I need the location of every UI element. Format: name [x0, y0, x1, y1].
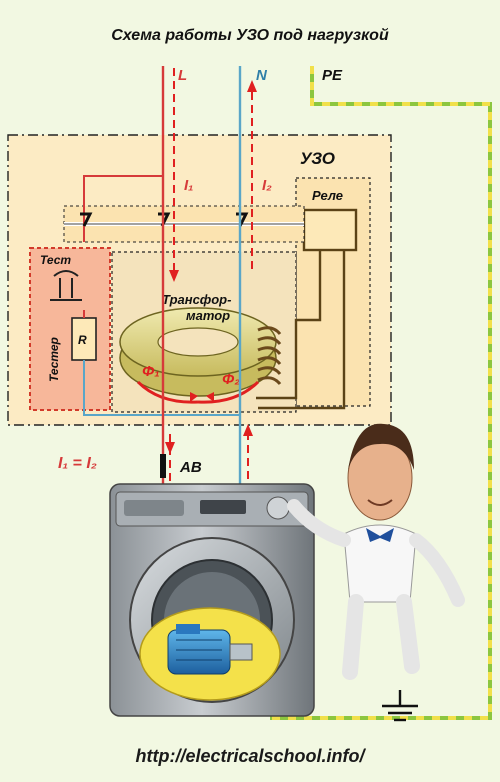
footer-url: http://electricalschool.info/	[135, 746, 366, 766]
flux-arrowhead-1	[190, 392, 198, 402]
secondary-coil	[257, 326, 282, 386]
current-equality-label: I₁ = I₂	[58, 455, 97, 472]
electric-motor-icon	[139, 607, 281, 701]
tester-label: Тестер	[47, 337, 61, 382]
ground-symbol-icon	[382, 690, 418, 722]
rcd-label: УЗО	[300, 149, 335, 168]
flux-arrowhead-2	[206, 392, 214, 402]
transformer-label-line2: матор	[186, 308, 230, 323]
line-wire-label: L	[178, 67, 187, 84]
i1-arrowhead-lower	[165, 442, 175, 454]
circuit-breaker-label: АВ	[179, 459, 202, 476]
i1-label: I₁	[184, 177, 193, 194]
relay-box	[302, 208, 358, 252]
flux-2-label: Φ₂	[222, 371, 240, 388]
i2-arrowhead	[247, 80, 257, 92]
presenter-figure-icon	[287, 423, 465, 680]
circuit-breaker-symbol	[160, 454, 166, 478]
test-button-label: Тест	[40, 253, 71, 267]
i1-arrowhead	[169, 270, 179, 282]
i2-arrowhead-lower	[243, 424, 253, 436]
diagram-title: Схема работы УЗО под нагрузкой	[111, 27, 389, 44]
transformer-core	[119, 307, 277, 397]
transformer-label-line1: Трансфор-	[162, 292, 231, 307]
test-button-icon	[50, 270, 82, 301]
i2-label: I₂	[262, 177, 272, 194]
resistor-label: R	[78, 333, 87, 347]
relay-label: Реле	[312, 188, 343, 203]
neutral-wire-label: N	[256, 67, 268, 84]
flux-1-label: Φ₁	[142, 363, 160, 380]
pe-wire-label: PE	[322, 67, 343, 84]
tester-wiring	[83, 175, 346, 416]
